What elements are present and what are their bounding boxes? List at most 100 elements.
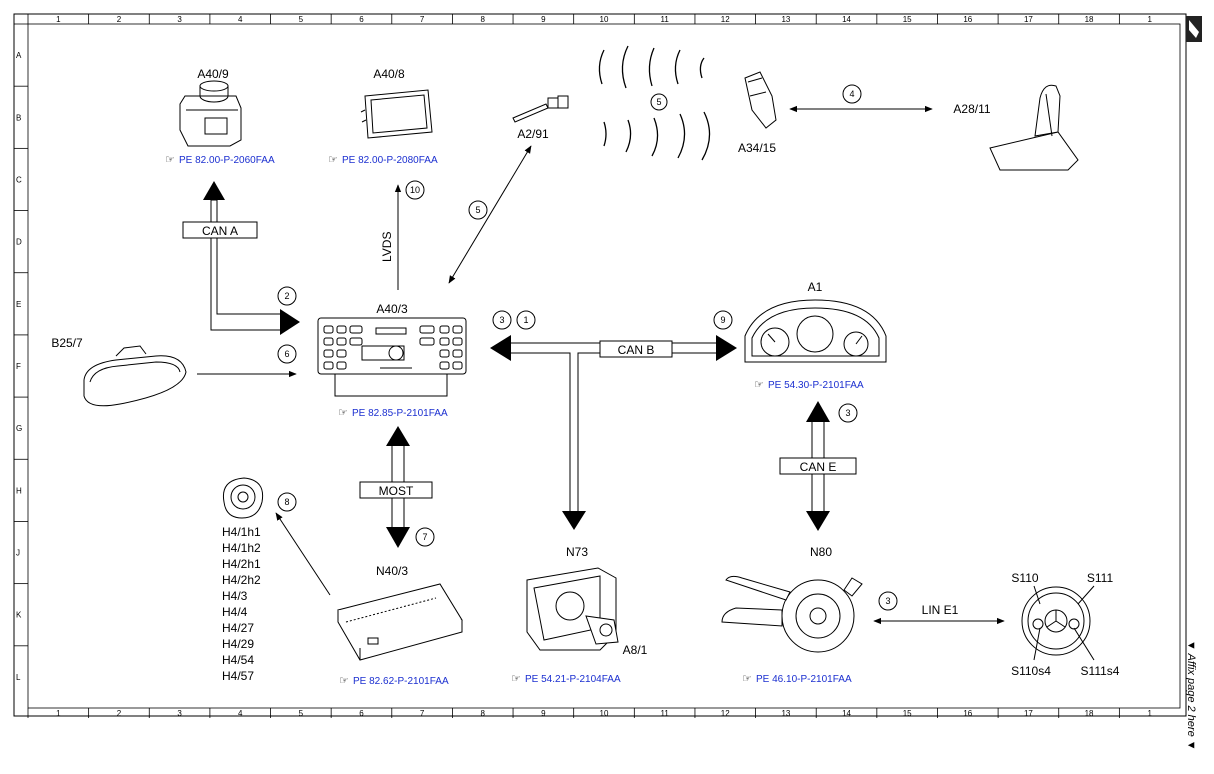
speaker-drawing [222,477,264,519]
svg-text:9: 9 [720,315,725,325]
n80-label: N80 [810,545,832,559]
grid-column-label: 14 [842,15,851,24]
ref-link-a40-9[interactable]: ☞ PE 82.00-P-2060FAA [165,154,275,166]
frame [13,13,1187,717]
ref-link-a40-3-text: PE 82.85-P-2101FAA [352,408,448,419]
callout-9: 9 [713,310,733,330]
b25-7-label: B25/7 [51,336,83,350]
callout-5-waves [650,93,668,111]
speaker-item: H4/1h1 [222,525,261,539]
ref-link-n40-3[interactable]: ☞ PE 82.62-P-2101FAA [339,675,449,687]
grid-column-label: 4 [238,709,243,718]
can-a-label-box [182,221,258,239]
grid-row-label: H [16,486,22,495]
svg-text:3: 3 [499,315,504,325]
speaker-item: H4/4 [222,605,248,619]
ref-link-a40-8[interactable]: ☞ PE 82.00-P-2080FAA [328,154,438,166]
book-icon: ☞ [338,407,348,419]
grid-column-label: 18 [1085,709,1094,718]
speaker-item: H4/57 [222,669,254,683]
ignition-switch-drawing [526,567,619,651]
s110-leader [1033,585,1041,605]
a28-11-label: A28/11 [953,102,990,116]
grid-column-label: 16 [963,709,972,718]
speaker-item: H4/2h1 [222,557,261,571]
can-b-label: CAN B [618,343,655,357]
head-unit-drawing [317,317,467,397]
callout-4: 4 [842,84,862,104]
callout-10: 10 [405,180,425,200]
margin-note: ▼ Affix page 2 here ▼ [1185,640,1197,751]
a40-8-label: A40/8 [373,67,405,81]
grid-column-label: 13 [781,709,790,718]
n73-label: N73 [566,545,588,559]
a34-15-label: A34/15 [738,141,776,155]
n40-3-label: N40/3 [376,564,408,578]
grid-column-label: 1 [56,709,61,718]
grid-column-label: 18 [1085,15,1094,24]
speaker-item: H4/29 [222,637,254,651]
controller-knob-drawing [179,80,242,147]
ref-link-n73[interactable]: ☞ PE 54.21-P-2104FAA [511,673,621,685]
antenna-drawing [512,95,569,123]
grid-column-label: 8 [481,709,486,718]
grid-column-label: 7 [420,15,425,24]
ref-link-n80[interactable]: ☞ PE 46.10-P-2101FAA [742,673,852,685]
ref-link-a40-3[interactable]: ☞ PE 82.85-P-2101FAA [338,407,448,419]
ref-link-a40-9-text: PE 82.00-P-2060FAA [179,155,275,166]
can-a-label: CAN A [202,224,238,238]
speaker-list: H4/1h1 H4/1h2 H4/2h1 H4/2h2 H4/3 H4/4 H4… [222,525,261,683]
callout-3-can-e: 3 [838,403,858,423]
grid-column-label: 3 [177,15,182,24]
rearview-mirror-drawing [83,345,187,407]
grid-row-label: K [16,611,22,620]
callout-6: 6 [277,344,297,364]
shark-fin-antenna-drawing [989,84,1079,171]
grid-column-label: 3 [177,709,182,718]
svg-text:1: 1 [523,315,528,325]
svg-text:4: 4 [849,89,854,99]
lin-e1-label: LIN E1 [922,603,959,617]
grid-row-label: A [16,51,22,60]
can-b-line [490,335,737,530]
grid-column-label: 12 [721,709,730,718]
a1-label: A1 [808,280,823,294]
s111-leader [1077,585,1095,605]
can-a-line [203,181,300,335]
grid-column-label: 15 [903,15,912,24]
svg-text:3: 3 [885,596,890,606]
a8-1-label: A8/1 [623,643,648,657]
a40-3-label: A40/3 [376,302,408,316]
grid-column-label: 5 [299,709,304,718]
s111s4-leader [1073,627,1095,661]
grid-column-label: 9 [541,15,546,24]
antenna-link-line [448,145,532,284]
s110-label: S110 [1011,571,1038,585]
ref-link-a1[interactable]: ☞ PE 54.30-P-2101FAA [754,379,864,391]
grid-row-label: F [16,362,21,371]
ref-link-a1-text: PE 54.30-P-2101FAA [768,380,864,391]
a2-91-label: A2/91 [517,127,549,141]
grid-column-label: 15 [903,709,912,718]
callout-3-lin: 3 [878,591,898,611]
speaker-item: H4/54 [222,653,254,667]
speaker-item: H4/1h2 [222,541,261,555]
callout-1: 1 [516,310,536,330]
svg-text:7: 7 [422,532,427,542]
lvds-label: LVDS [380,232,394,262]
grid-column-label: 7 [420,709,425,718]
callout-8: 8 [277,492,297,512]
speaker-link-line [275,512,331,596]
grid-column-label: 17 [1024,709,1033,718]
book-icon: ☞ [339,675,349,687]
ref-link-n80-text: PE 46.10-P-2101FAA [756,674,852,685]
margin-binder-icon [1186,16,1202,42]
book-icon: ☞ [328,154,338,166]
gps-module-drawing [744,71,777,129]
book-icon: ☞ [742,673,752,685]
can-b-label-box [599,340,673,358]
grid-row-label: G [16,424,22,433]
